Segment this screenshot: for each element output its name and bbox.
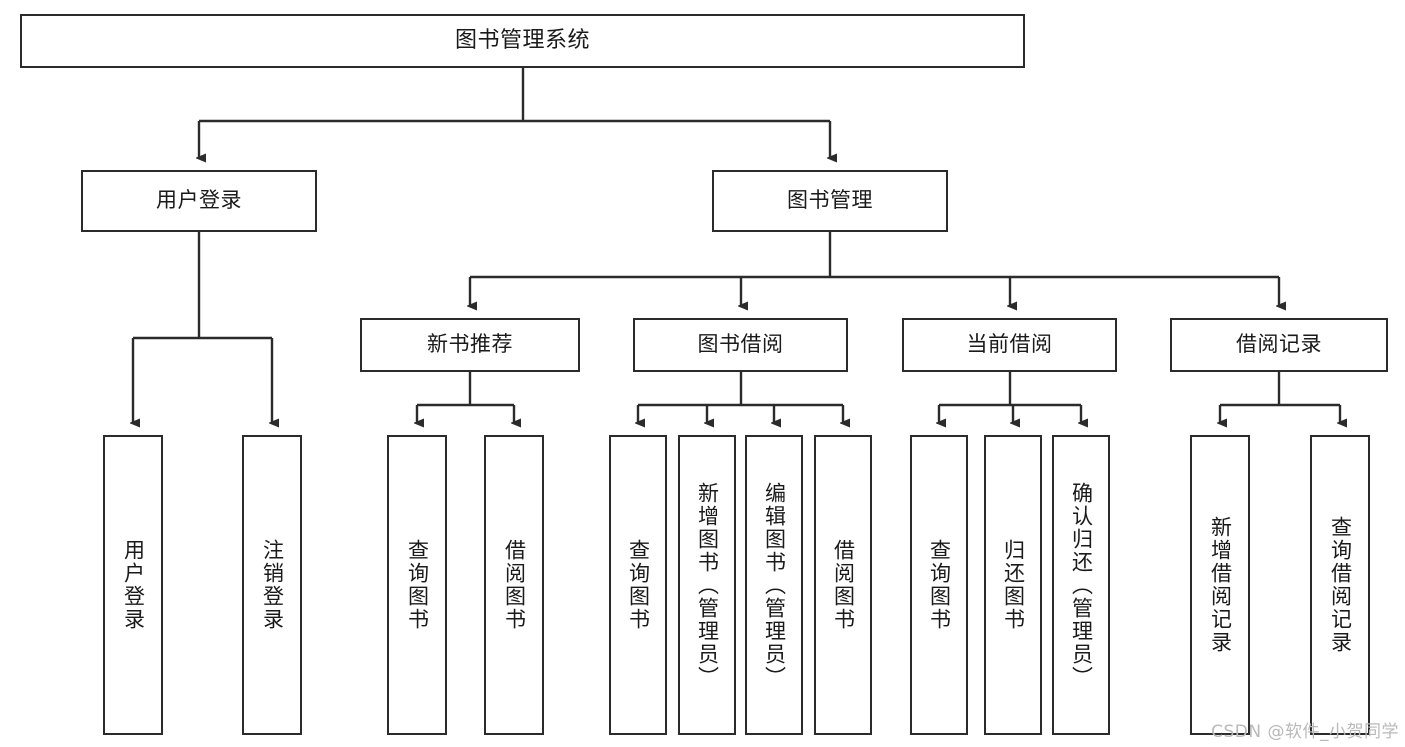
node-label: 新增借阅记录 [1208, 516, 1233, 654]
node-label: 查询图书 [927, 539, 952, 631]
node-leaf-logout[interactable]: 注销登录 [242, 435, 302, 735]
node-label: 图书借阅 [697, 332, 784, 357]
node-label: 新增图书（管理员） [695, 481, 720, 689]
node-label: 用户登录 [156, 188, 242, 213]
node-current-borrow[interactable]: 当前借阅 [902, 318, 1117, 372]
node-label: 借阅图书 [831, 539, 856, 631]
node-leaf-edit-book[interactable]: 编辑图书（管理员） [745, 435, 803, 735]
node-leaf-borrow-book-2[interactable]: 借阅图书 [814, 435, 872, 735]
node-label: 新书推荐 [427, 332, 513, 357]
node-root[interactable]: 图书管理系统 [20, 14, 1025, 68]
node-label: 查询借阅记录 [1328, 516, 1353, 654]
node-label: 确认归还（管理员） [1069, 481, 1094, 689]
node-label: 归还图书 [1001, 539, 1026, 631]
node-label: 用户登录 [121, 539, 146, 631]
node-leaf-query-book-2[interactable]: 查询图书 [609, 435, 667, 735]
node-label: 当前借阅 [966, 332, 1053, 357]
node-label: 图书管理系统 [454, 27, 590, 53]
node-leaf-query-book-3[interactable]: 查询图书 [910, 435, 968, 735]
node-leaf-return-book[interactable]: 归还图书 [984, 435, 1042, 735]
node-user-login[interactable]: 用户登录 [81, 170, 317, 232]
node-borrow-record[interactable]: 借阅记录 [1170, 318, 1388, 372]
node-leaf-query-record[interactable]: 查询借阅记录 [1310, 435, 1370, 735]
node-leaf-user-login[interactable]: 用户登录 [103, 435, 163, 735]
node-label: 编辑图书（管理员） [762, 481, 787, 689]
node-label: 注销登录 [260, 539, 285, 631]
node-leaf-add-record[interactable]: 新增借阅记录 [1190, 435, 1250, 735]
node-label: 图书管理 [787, 188, 873, 213]
node-label: 查询图书 [405, 539, 430, 631]
node-leaf-borrow-book-1[interactable]: 借阅图书 [484, 435, 544, 735]
node-label: 借阅图书 [502, 539, 527, 631]
node-leaf-confirm-return[interactable]: 确认归还（管理员） [1052, 435, 1110, 735]
node-label: 借阅记录 [1236, 332, 1322, 357]
node-label: 查询图书 [626, 539, 651, 631]
node-new-book-rec[interactable]: 新书推荐 [360, 318, 580, 372]
node-leaf-query-book-1[interactable]: 查询图书 [387, 435, 447, 735]
watermark: CSDN @软件_小贺同学 [1211, 722, 1399, 742]
node-leaf-add-book[interactable]: 新增图书（管理员） [678, 435, 736, 735]
node-book-borrow[interactable]: 图书借阅 [633, 318, 848, 372]
node-book-manage[interactable]: 图书管理 [712, 170, 948, 232]
